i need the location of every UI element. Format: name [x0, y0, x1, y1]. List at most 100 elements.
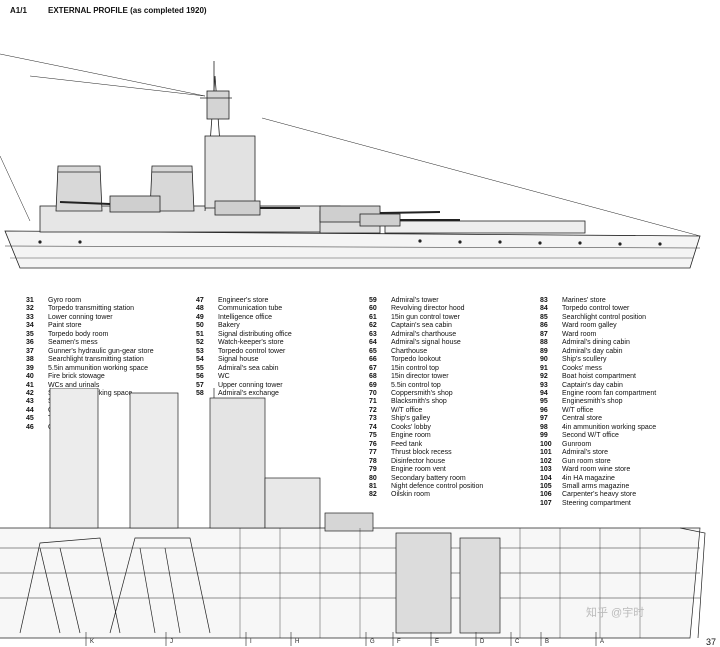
legend-label: Ward room — [562, 330, 597, 338]
legend-number: 73 — [369, 415, 377, 423]
legend-number: 43 — [26, 398, 34, 406]
legend-number: 98 — [540, 423, 548, 431]
legend-label: Engineer's store — [218, 297, 269, 304]
legend-label: Coppersmith's shop — [391, 389, 453, 397]
legend-number: 53 — [196, 347, 204, 355]
legend-number: 88 — [540, 339, 548, 347]
legend-number: 34 — [26, 322, 34, 330]
legend-number: 82 — [369, 491, 377, 499]
legend-label: Searchlight transmitting station — [48, 356, 144, 364]
legend-label: WCs and urinals — [48, 381, 100, 389]
legend-number: 97 — [540, 415, 548, 423]
legend-number: 52 — [196, 339, 204, 347]
legend-label: Captain's sea cabin — [391, 322, 452, 330]
legend-item: 38 Searchlight transmitting station — [26, 356, 154, 364]
legend-number: 54 — [196, 356, 204, 364]
legend-label: 15in gun control tower — [391, 313, 460, 321]
legend-number: 77 — [369, 449, 377, 457]
legend-number: 35 — [26, 330, 34, 338]
legend-label: Lower conning tower — [48, 313, 113, 321]
legend-number: 61 — [369, 313, 377, 321]
legend-number: 72 — [369, 406, 377, 414]
legend-number: 50 — [196, 322, 204, 330]
legend-label: Communication tube — [218, 305, 283, 313]
legend-number: 62 — [369, 322, 377, 330]
legend-number: 40 — [26, 373, 34, 381]
legend-label: 5.5in ammunition working space — [48, 364, 148, 372]
external-profile-drawing — [0, 53, 701, 269]
legend-number: 57 — [196, 381, 204, 389]
legend-number: 47 — [196, 297, 204, 304]
legend-number: 92 — [540, 373, 548, 381]
section-marker: F — [397, 639, 401, 645]
section-marker: I — [250, 639, 252, 645]
legend-label: Revolving director hood — [391, 305, 465, 313]
legend-number: 45 — [26, 415, 34, 423]
legend-number: 58 — [196, 389, 204, 397]
legend-number: 79 — [369, 466, 377, 474]
legend-label: Secondary battery room — [391, 474, 466, 482]
legend-number: 41 — [26, 381, 34, 389]
section-marker: G — [370, 639, 375, 645]
legend-number: 51 — [196, 330, 204, 338]
legend-number: 67 — [369, 364, 377, 372]
legend-number: 66 — [369, 356, 377, 364]
legend-label: Night defence control position — [391, 482, 484, 490]
legend-item: 72 W/T office — [369, 407, 483, 415]
legend-item: 61 15in gun control tower — [369, 314, 483, 322]
legend-label: Signal house — [218, 356, 259, 364]
legend-label: Signal distributing office — [218, 330, 292, 338]
legend-label: Torpedo control tower — [218, 347, 286, 355]
legend-number: 101 — [540, 449, 552, 457]
legend-number: 96 — [540, 406, 548, 414]
legend-label: Captain's day cabin — [562, 381, 623, 389]
legend-label: Admiral's store — [562, 449, 609, 457]
legend-label: 4in ammunition working space — [562, 423, 657, 431]
legend-item: 51 Signal distributing office — [196, 331, 292, 339]
legend-label: Enginesmith's shop — [562, 398, 623, 406]
legend-number: 84 — [540, 305, 548, 313]
legend-number: 38 — [26, 356, 34, 364]
legend-label: W/T office — [391, 406, 423, 414]
legend-number: 102 — [540, 457, 552, 465]
section-marker: C — [515, 639, 520, 645]
legend-item: 62 Captain's sea cabin — [369, 322, 483, 330]
legend-label: Carpenter's heavy store — [562, 491, 637, 499]
legend-label: Searchlight control position — [562, 313, 647, 321]
legend-label: Torpedo control tower — [562, 305, 630, 313]
legend-number: 32 — [26, 305, 34, 313]
legend-number: 69 — [369, 381, 377, 389]
